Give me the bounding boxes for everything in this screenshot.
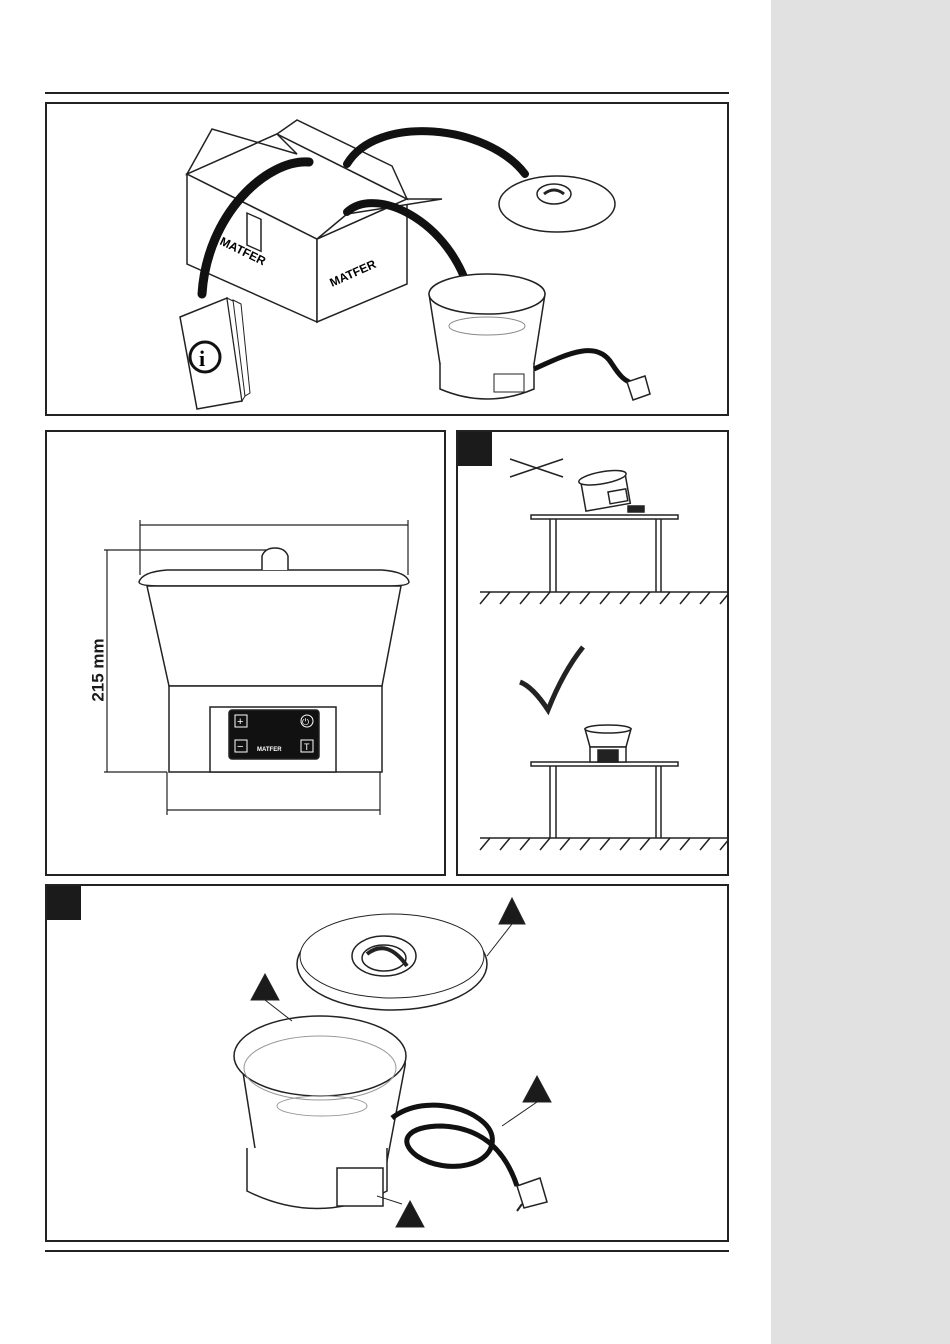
width-dimension-bottom: [167, 772, 380, 815]
plus-icon: +: [237, 716, 243, 728]
bottom-rule: [45, 1250, 729, 1252]
minus-icon: −: [237, 741, 243, 753]
component-bowl-base: [234, 1016, 406, 1209]
warning-triangle-icon: [523, 1076, 551, 1102]
component-cord: [392, 1105, 547, 1211]
appliance-with-cord: [429, 274, 650, 400]
instruction-booklet: i: [180, 298, 250, 409]
top-rule: [45, 92, 729, 94]
floor-top: [480, 592, 729, 604]
timer-icon: T: [304, 742, 310, 752]
warning-triangle-icon: [499, 898, 525, 924]
panel-unpacking: MATFER MATFER: [45, 102, 729, 416]
appliance-front-view: [139, 548, 409, 772]
panel-placement: [456, 430, 729, 876]
correct-placement: [520, 647, 678, 838]
lid: [499, 176, 615, 232]
floor-bottom: [480, 838, 729, 850]
panel-dimensions: + − T ⏻ MATFER 215 mm: [45, 430, 446, 876]
unpacking-illustration: MATFER MATFER: [47, 104, 729, 416]
warning-triangle-icon: [251, 974, 279, 1000]
placement-illustration: [458, 432, 729, 876]
panel-components: [45, 884, 729, 1242]
incorrect-placement: [510, 459, 678, 592]
warning-triangle-icon: [396, 1201, 424, 1227]
info-icon: i: [199, 346, 205, 371]
panel-brand: MATFER: [257, 747, 282, 753]
power-icon: ⏻: [302, 717, 309, 727]
height-label: 215 mm: [89, 638, 109, 701]
component-lid: [297, 914, 487, 1010]
page-sidebar: [771, 0, 950, 1344]
components-illustration: [47, 886, 729, 1242]
